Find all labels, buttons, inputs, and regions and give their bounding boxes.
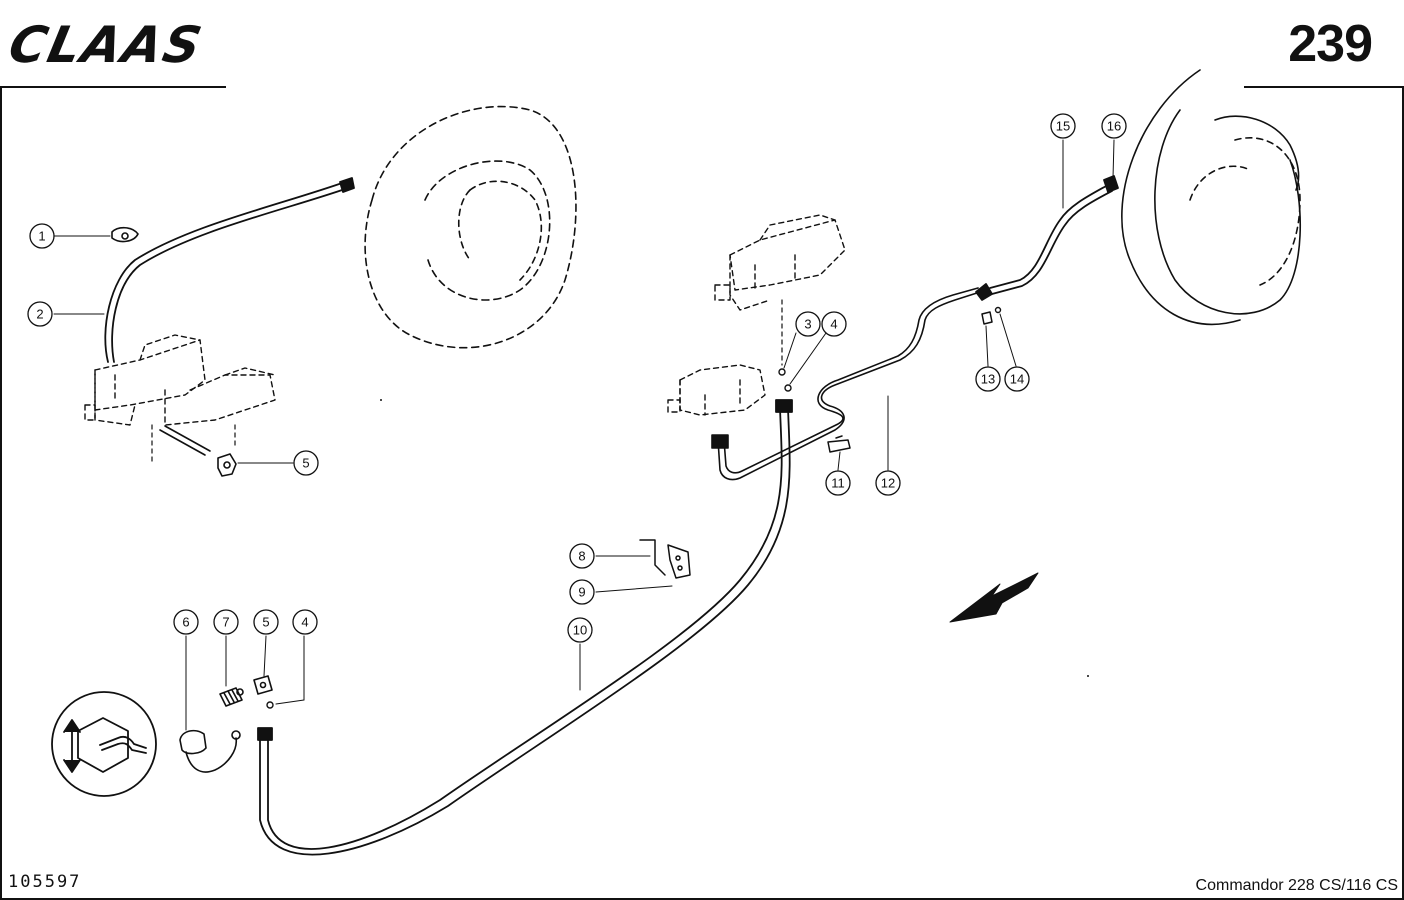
callout-circle <box>292 609 318 635</box>
bracket-8-9 <box>639 539 691 579</box>
callout-c14: 14 <box>1004 366 1030 392</box>
callout-label: 2 <box>36 307 43 322</box>
seal-3 <box>778 368 786 376</box>
header-rule-left <box>0 86 226 88</box>
elbow-fitting-5 <box>217 453 237 477</box>
washer-4 <box>784 384 792 392</box>
callout-label: 8 <box>578 549 585 564</box>
page-number: 239 <box>1288 15 1373 73</box>
left-wheel <box>364 105 577 349</box>
callout-label: 15 <box>1056 119 1070 134</box>
callout-c16: 16 <box>1101 113 1127 139</box>
callout-c11: 11 <box>825 470 851 496</box>
callout-circle <box>253 609 279 635</box>
hose-5-short <box>159 425 211 456</box>
callout-label: 16 <box>1107 119 1121 134</box>
callout-circle <box>29 223 55 249</box>
hose-15 <box>975 175 1119 301</box>
callout-circle <box>1101 113 1127 139</box>
pipe-12 <box>711 287 981 481</box>
callout-circle <box>975 366 1001 392</box>
hydraulic-lift-icon <box>51 691 157 797</box>
callout-circle <box>293 450 319 476</box>
drawing-frame <box>0 86 1404 900</box>
callout-circle <box>569 579 595 605</box>
callout-label: 11 <box>831 476 845 491</box>
callout-circle <box>821 311 847 337</box>
callout-c12: 12 <box>875 470 901 496</box>
callout-label: 9 <box>578 585 585 600</box>
clamp-1 <box>111 226 139 243</box>
callout-label: 5 <box>262 615 269 630</box>
callout-circle <box>825 470 851 496</box>
callout-label: 6 <box>182 615 189 630</box>
seal-14 <box>994 306 1002 314</box>
model-name: Commandor 228 CS/116 CS <box>1195 877 1398 894</box>
clip-11 <box>827 435 851 453</box>
adapter-13 <box>981 311 993 325</box>
nipple-7 <box>219 687 244 707</box>
callout-label: 1 <box>38 229 45 244</box>
callout-c4b: 4 <box>292 609 318 635</box>
callout-label: 4 <box>830 317 837 332</box>
callout-label: 12 <box>881 476 895 491</box>
callout-c2: 2 <box>27 301 53 327</box>
callout-c6: 6 <box>173 609 199 635</box>
upper-valve-block <box>714 214 846 311</box>
coupler-6 <box>179 729 241 773</box>
drawing-number: 105597 <box>8 872 82 892</box>
callout-c4a: 4 <box>821 311 847 337</box>
callout-label: 13 <box>981 372 995 387</box>
callout-c13: 13 <box>975 366 1001 392</box>
callout-c8: 8 <box>569 543 595 569</box>
callout-c15: 15 <box>1050 113 1076 139</box>
callout-circle <box>567 617 593 643</box>
callout-c5b: 5 <box>253 609 279 635</box>
callout-label: 3 <box>804 317 811 332</box>
callout-label: 7 <box>222 615 229 630</box>
middle-valve-block <box>667 364 766 416</box>
callout-label: 4 <box>301 615 308 630</box>
right-wheel <box>1121 69 1302 325</box>
leader-lines <box>53 139 1115 731</box>
travel-direction-arrow-icon <box>949 572 1039 623</box>
elbow-5-lower <box>253 675 273 695</box>
callout-circle <box>27 301 53 327</box>
callout-circle <box>1050 113 1076 139</box>
callout-c3: 3 <box>795 311 821 337</box>
callout-c9: 9 <box>569 579 595 605</box>
callout-circle <box>213 609 239 635</box>
hose-10 <box>257 399 793 856</box>
callout-label: 5 <box>302 456 309 471</box>
callout-c10: 10 <box>567 617 593 643</box>
callout-c1: 1 <box>29 223 55 249</box>
seal-16 <box>1109 178 1117 186</box>
washer-4-lower <box>266 701 274 709</box>
callout-circle <box>875 470 901 496</box>
callout-label: 10 <box>573 623 587 638</box>
callout-c7: 7 <box>213 609 239 635</box>
hose-2 <box>104 177 355 363</box>
callout-label: 14 <box>1010 372 1024 387</box>
callout-circle <box>173 609 199 635</box>
callout-c5a: 5 <box>293 450 319 476</box>
callout-circle <box>795 311 821 337</box>
callout-circle <box>1004 366 1030 392</box>
header-rule-right <box>1244 86 1404 88</box>
left-valve-block <box>84 334 276 426</box>
callout-circle <box>569 543 595 569</box>
